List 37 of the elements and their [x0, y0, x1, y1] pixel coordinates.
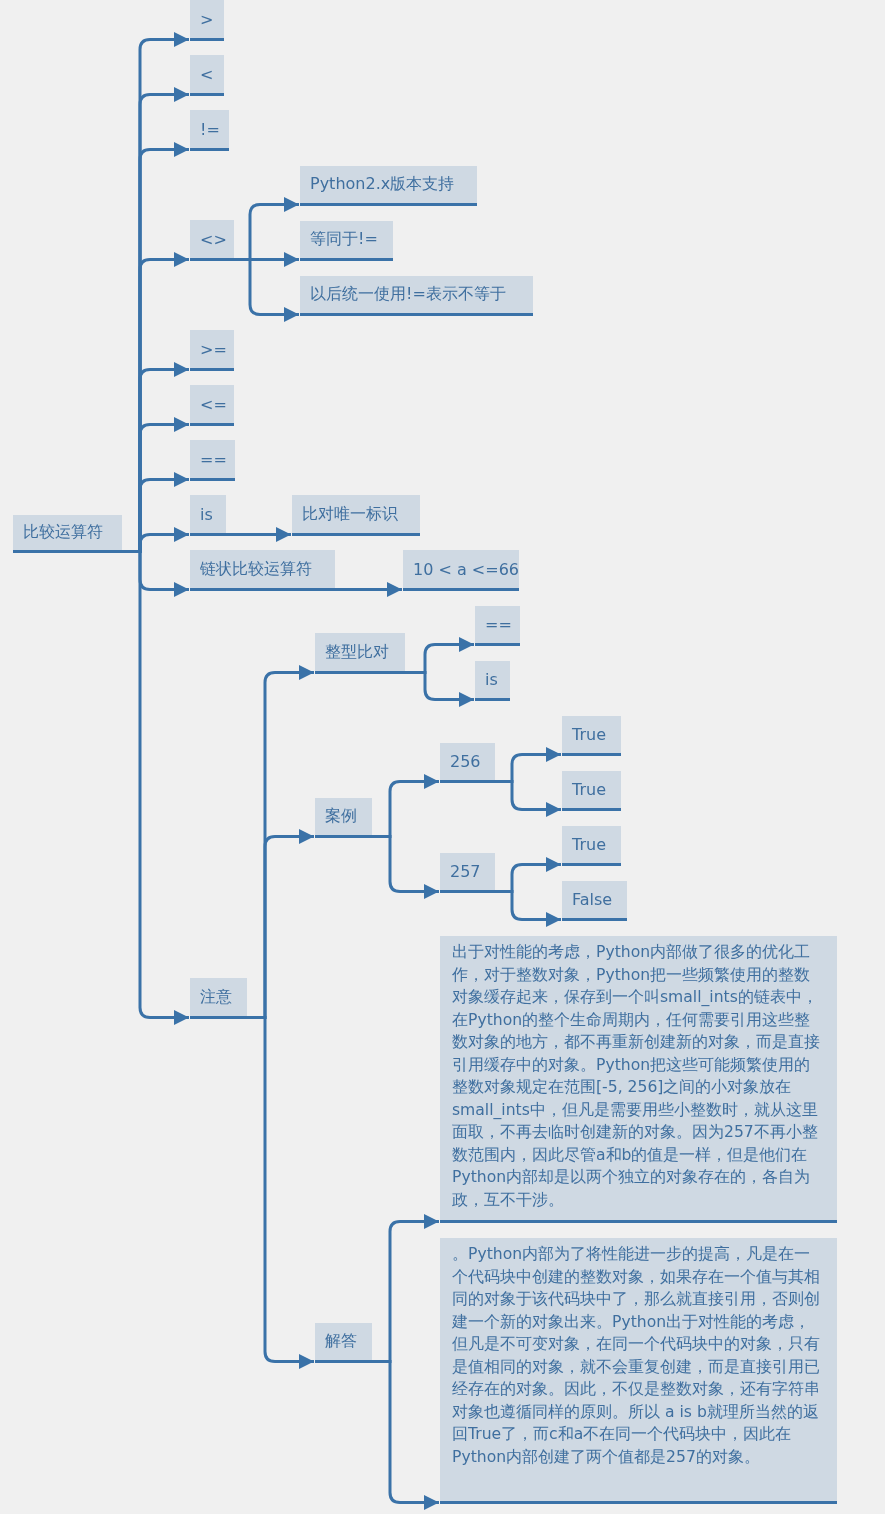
topic-box: False — [562, 881, 627, 921]
arrow — [495, 890, 561, 927]
topic-box: True — [562, 826, 621, 866]
topic-box: 注意 — [190, 978, 247, 1019]
topic-box: is — [190, 495, 226, 536]
topic-box: True — [562, 771, 621, 811]
topic-box: <> — [190, 220, 234, 261]
topic-box: != — [190, 110, 229, 151]
topic-box: == — [190, 440, 235, 481]
arrow — [335, 582, 402, 597]
topic-box: 解答 — [315, 1323, 372, 1363]
arrow — [234, 258, 299, 322]
topic-box: 256 — [440, 743, 495, 783]
arrow — [226, 527, 291, 542]
topic-box: 10 < a <=66 — [403, 550, 519, 591]
topic-box: <= — [190, 385, 234, 426]
topic-box: < — [190, 55, 224, 96]
topic-box: == — [475, 606, 520, 646]
topic-box: >= — [190, 330, 234, 371]
topic-box: 以后统一使用!=表示不等于 — [300, 276, 533, 316]
note-box: 。Python内部为了将性能进一步的提高，凡是在一个代码块中创建的整数对象，如果存在一个值与其相同的对象于该代码块中了，那么就直接引用，否则创建一个新的对象出来。Python出于对性能的考虑，但凡是不可变对象，在同一个代码块中的对象，只有是值相同的对象，就不会重复创建，而是直接引用已经存在的对象。因此，不仅是整数对象，还有字符串对象也遵循同样的原则。所以 a is b就理所当然的返回True了，而c和a不在同一个代码块中，因此在Python内部创建了两个值都是257的对象。 — [440, 1238, 837, 1504]
topic-box: 比对唯一标识 — [292, 495, 420, 536]
topic-box: > — [190, 0, 224, 41]
arrow — [495, 780, 561, 817]
topic-box: True — [562, 716, 621, 756]
topic-box: is — [475, 661, 510, 701]
topic-box: 链状比较运算符 — [190, 550, 335, 591]
arrow — [372, 1360, 439, 1510]
topic-box: 整型比对 — [315, 633, 405, 674]
topic-box: 等同于!= — [300, 221, 393, 261]
arrow — [372, 835, 439, 899]
note-box: 出于对性能的考虑，Python内部做了很多的优化工作，对于整数对象，Python把一些频繁使用的整数对象缓存起来，保存到一个叫small_ints的链表中，在Python的整个生命周期内，任何需要引用这些整数对象的地方，都不再重新创建新的对象，而是直接引用缓存中的对象。Python把这些可能频繁使用的整数对象规定在范围[-5, 256]之间的小对象放在small_ints中，但凡是需要用些小整数时，就从这里面取，不再去临时创建新的对象。因为257不再小整数范围内，因此尽管a和b的值是一样，但是他们在Python内部却是以两个独立的对象存在的，各自为政，互不干涉。 — [440, 936, 837, 1223]
topic-box: 257 — [440, 853, 495, 893]
topic-box: Python2.x版本支持 — [300, 166, 477, 206]
topic-box: 比较运算符 — [13, 515, 122, 553]
topic-box: 案例 — [315, 798, 372, 838]
arrow — [247, 1016, 314, 1369]
